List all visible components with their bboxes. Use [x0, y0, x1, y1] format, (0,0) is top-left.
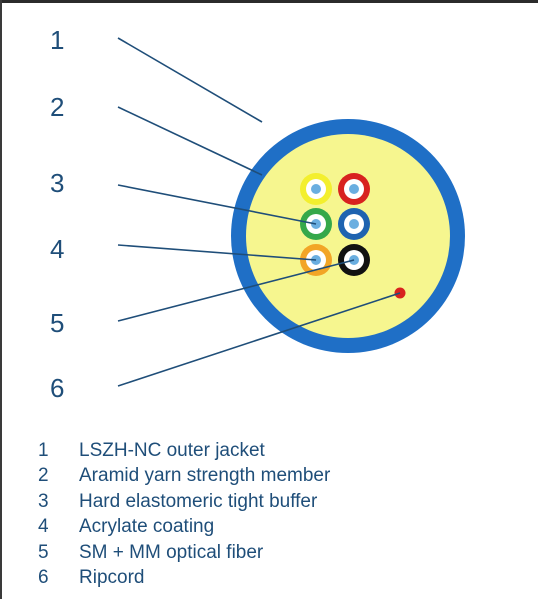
legend-number: 6	[38, 567, 49, 589]
legend-text: Ripcord	[79, 567, 145, 589]
legend-text: LSZH-NC outer jacket	[79, 440, 265, 461]
callout-number-3: 3	[50, 168, 64, 198]
left-border	[0, 0, 2, 599]
callout-number-5: 5	[50, 308, 64, 338]
callout-number-6: 6	[50, 373, 64, 403]
legend-item: 2 Aramid yarn strength member	[38, 463, 330, 488]
callout-number-4: 4	[50, 234, 64, 264]
legend-item: 1 LSZH-NC outer jacket	[38, 438, 330, 463]
legend-text: Acrylate coating	[79, 516, 215, 538]
leader-line-1	[117, 37, 263, 123]
legend-item: 4 Acrylate coating	[38, 514, 330, 539]
callout-number-2: 2	[50, 92, 64, 122]
fiber-yellow	[300, 173, 332, 205]
legend-text: Hard elastomeric tight buffer	[79, 490, 318, 512]
callout-number-1: 1	[50, 25, 64, 55]
fiber-red	[338, 173, 370, 205]
legend-text: SM + MM optical fiber	[79, 541, 264, 563]
legend-text: Aramid yarn strength member	[79, 465, 331, 487]
leader-line-4	[117, 244, 317, 261]
top-border	[0, 0, 538, 3]
legend: 1 LSZH-NC outer jacket 2 Aramid yarn str…	[38, 438, 330, 590]
legend-item: 6 Ripcord	[38, 565, 330, 590]
legend-number: 2	[38, 465, 49, 487]
legend-number: 3	[38, 490, 49, 512]
leader-line-2	[117, 106, 263, 176]
legend-number: 1	[38, 440, 49, 461]
leader-line-6	[117, 292, 401, 387]
fiber-blue	[338, 208, 370, 240]
legend-item: 5 SM + MM optical fiber	[38, 540, 330, 565]
leader-line-3	[117, 184, 317, 225]
leader-line-5	[117, 259, 355, 322]
legend-item: 3 Hard elastomeric tight buffer	[38, 489, 330, 514]
cable-cross-section-diagram: 1 2 3 4 5 6	[50, 25, 465, 403]
legend-number: 5	[38, 541, 49, 563]
legend-number: 4	[38, 516, 49, 538]
